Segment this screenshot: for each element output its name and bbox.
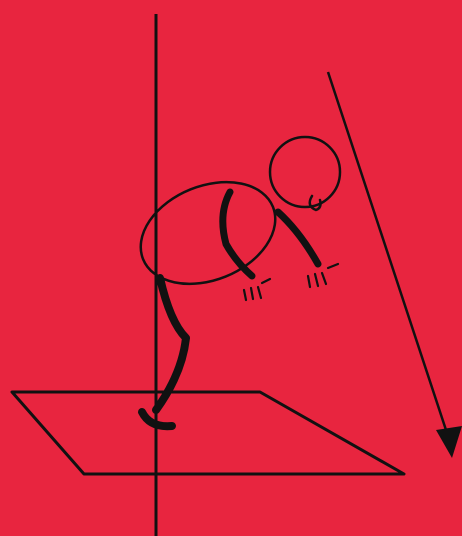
illustration (0, 0, 462, 536)
illustration-canvas (0, 0, 462, 536)
